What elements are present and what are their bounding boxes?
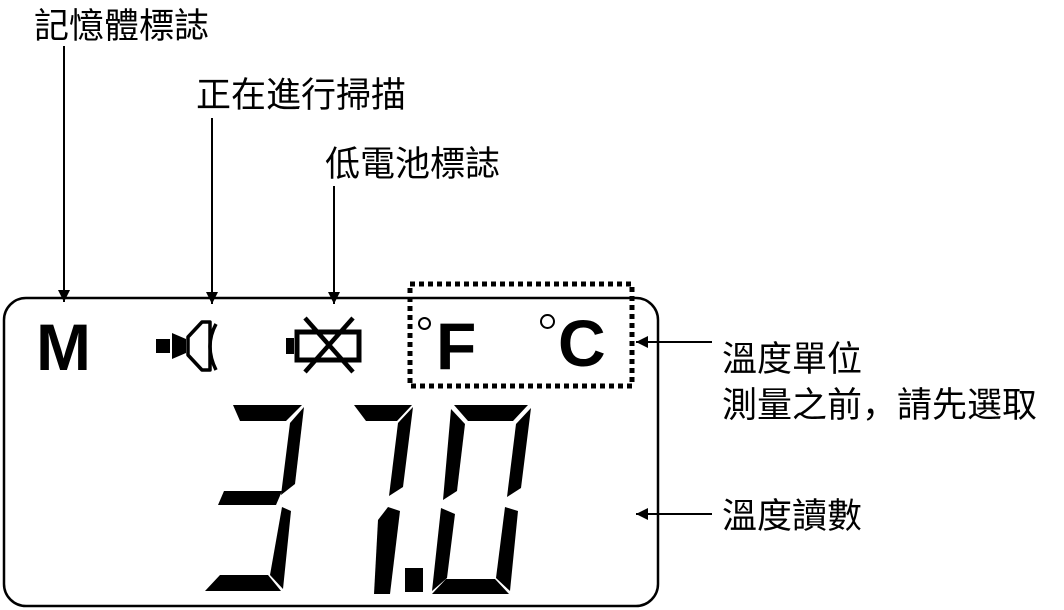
fahrenheit-unit: F (436, 309, 477, 383)
temperature-unit-text: 溫度單位 (722, 340, 863, 380)
temperature-reading-label: 溫度讀數 (722, 497, 863, 537)
digit-0-seg-bottom (432, 579, 509, 594)
digit-3-seg-top (233, 405, 302, 421)
select-before-measure-text: 測量之前，請先選取 (722, 386, 1038, 426)
decimal-point (405, 568, 423, 592)
digit-3-seg-middle (218, 491, 282, 505)
memory-flag-label: 記憶體標誌 (34, 7, 210, 47)
digit-0 (432, 405, 531, 594)
unit-selection-box (407, 281, 635, 389)
digit-7-seg-lower-right (374, 507, 400, 594)
digit-7 (354, 405, 413, 594)
scanning-label: 正在進行掃描 (196, 76, 407, 116)
digit-0-seg-lower-left (432, 508, 455, 591)
digit-3-seg-lower-right (270, 507, 291, 589)
digit-0-seg-top (454, 405, 528, 421)
digit-3-seg-upper-right (281, 407, 304, 495)
digit-0-seg-upper-right (507, 408, 531, 497)
digit-3 (205, 405, 304, 591)
digit-7-seg-top (354, 405, 412, 421)
memory-symbol: M (36, 310, 91, 384)
speaker-icon (156, 320, 218, 372)
digit-0-seg-lower-right (496, 507, 518, 591)
callout-arrows (58, 46, 712, 520)
degree-symbol-fahrenheit (418, 317, 431, 330)
digit-7-seg-upper-right (389, 407, 413, 496)
digit-3-seg-bottom (205, 575, 281, 591)
celsius-unit: C (558, 306, 606, 380)
temperature-display-digits (205, 405, 531, 594)
degree-symbol-celsius (540, 314, 555, 329)
digit-0-seg-upper-left (443, 409, 465, 500)
low-battery-label: 低電池標誌 (325, 145, 501, 185)
crossed-battery-icon (286, 316, 362, 374)
temperature-unit-label: 溫度單位 測量之前，請先選取 (722, 337, 1037, 429)
